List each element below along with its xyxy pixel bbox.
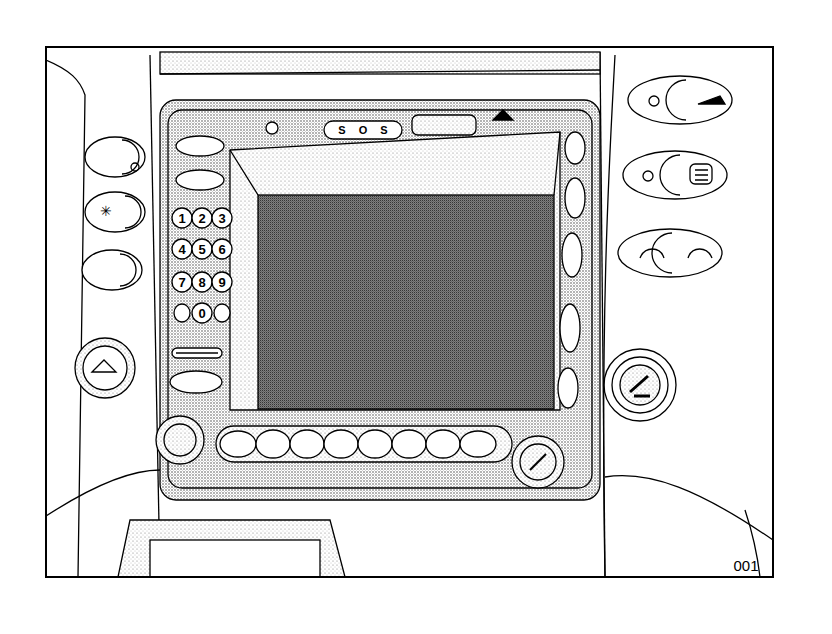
keypad-digit: 5 <box>198 243 205 256</box>
button-letter: O <box>359 125 368 136</box>
keypad-digit: 9 <box>218 276 225 289</box>
keypad-digit: 0 <box>198 307 205 320</box>
keypad-digit: 2 <box>198 212 205 225</box>
keypad-digit: 3 <box>218 212 225 225</box>
keypad-digit: 7 <box>178 276 185 289</box>
figure-number: 001 <box>733 558 758 573</box>
keypad-digit: 8 <box>198 276 205 289</box>
keypad-digit: 6 <box>218 243 225 256</box>
keypad-digit: 1 <box>178 212 185 225</box>
svg-text:✳: ✳ <box>100 203 112 219</box>
keypad-digit: 4 <box>178 243 185 256</box>
button-letter: S <box>338 125 345 136</box>
button-letter: S <box>380 125 387 136</box>
